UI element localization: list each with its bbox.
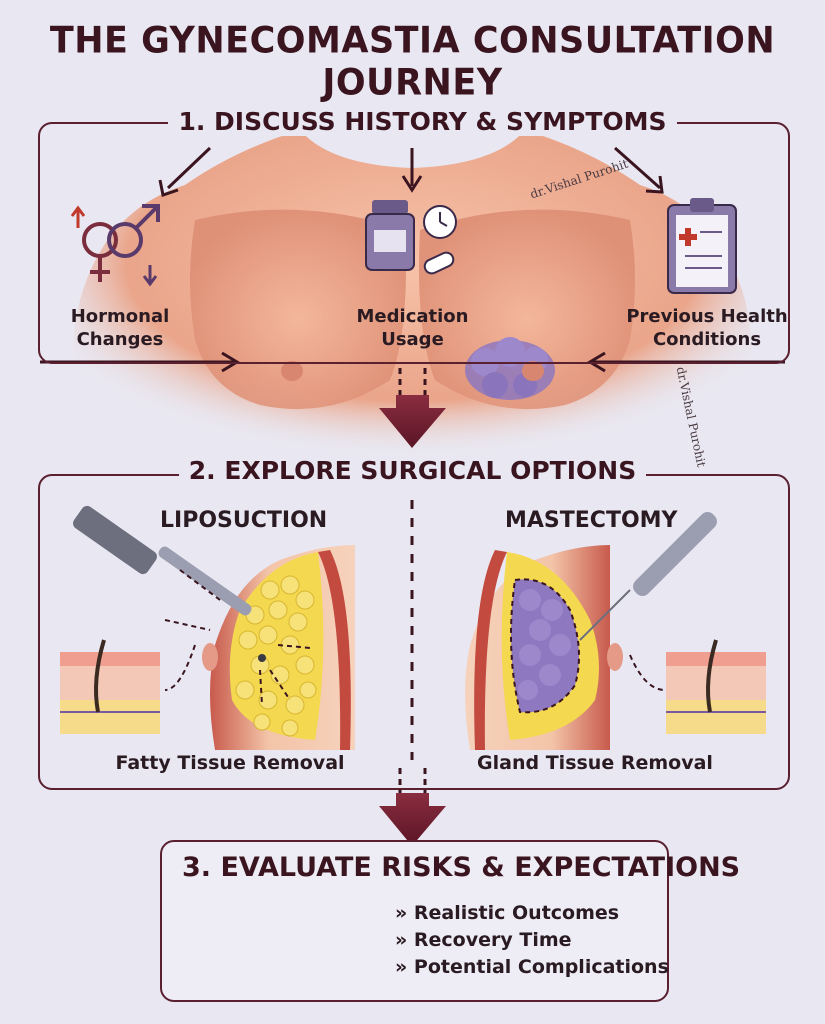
fatty-tissue-removal-caption: Fatty Tissue Removal	[115, 752, 345, 774]
clipboard-icon	[667, 198, 737, 294]
liposuction-title: LIPOSUCTION	[160, 508, 328, 533]
step3-title: 3. EVALUATE RISKS & EXPECTATIONS	[182, 852, 741, 883]
mastectomy-cross-section	[465, 545, 623, 750]
gender-symbols-icon	[70, 204, 160, 287]
gland-tissue-removal-caption: Gland Tissue Removal	[477, 752, 713, 774]
step2-title: 2. EXPLORE SURGICAL OPTIONS	[178, 456, 647, 485]
page-title: THE GYNECOMASTIA CONSULTATION JOURNEY	[49, 20, 776, 104]
suction-arrows	[164, 569, 311, 706]
skin-layer-illustration-right	[666, 639, 766, 734]
skin-layer-illustration-left	[60, 639, 160, 734]
flow-arrow-1	[379, 368, 446, 448]
bullet-realistic-outcomes: » Realistic Outcomes	[395, 902, 620, 924]
medication-bottle-icon	[365, 200, 457, 275]
step3-frame	[160, 840, 669, 1002]
flow-arrow-2	[379, 768, 446, 846]
incision-arrow	[629, 654, 666, 691]
previous-health-conditions-label: Previous Health Conditions	[626, 306, 788, 350]
step1-title-wrap: 1. DISCUSS HISTORY & SYMPTOMS	[0, 107, 825, 136]
step2-title-wrap: 2. EXPLORE SURGICAL OPTIONS	[0, 456, 825, 485]
liposuction-cross-section	[202, 545, 355, 750]
scalpel-icon	[579, 512, 717, 641]
mastectomy-title: MASTECTOMY	[505, 508, 678, 533]
step1-title: 1. DISCUSS HISTORY & SYMPTOMS	[168, 107, 677, 136]
torso-illustration	[72, 130, 753, 460]
medication-usage-label: Medication Usage	[356, 306, 469, 350]
cannula-icon	[73, 505, 266, 662]
hormonal-changes-label: Hormonal Changes	[70, 306, 170, 350]
bullet-potential-complications: » Potential Complications	[395, 956, 669, 978]
bullet-recovery-time: » Recovery Time	[395, 929, 572, 951]
